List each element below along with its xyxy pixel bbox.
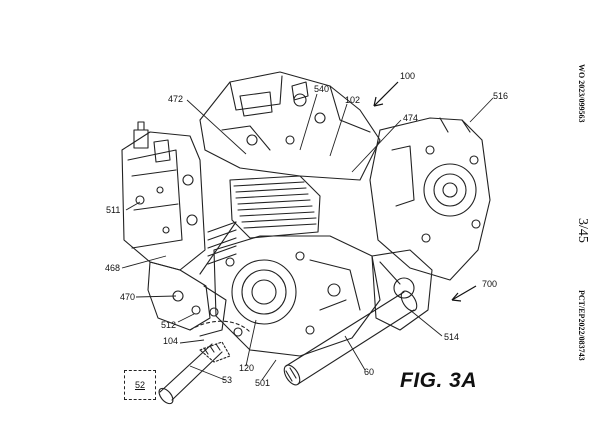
ref-516: 516	[493, 91, 509, 101]
ref-472: 472	[168, 94, 184, 104]
oil-cooler	[229, 175, 321, 239]
ref-102: 102	[345, 95, 361, 105]
upper-gearbox-housing	[199, 71, 381, 181]
ref-514: 514	[444, 332, 460, 342]
ref-104: 104	[163, 336, 179, 346]
ref-52: 52	[134, 380, 145, 390]
ref-540: 540	[314, 84, 330, 94]
figure-label: FIG. 3A	[400, 369, 478, 392]
ref-120: 120	[239, 363, 255, 373]
ref-474: 474	[403, 113, 419, 123]
ref-501: 501	[255, 378, 271, 388]
output-shaft	[283, 290, 418, 386]
lower-left-bracket	[147, 261, 227, 337]
ref-511: 511	[106, 205, 121, 215]
ref-700: 700	[482, 279, 498, 289]
lower-right-housing	[371, 249, 433, 331]
ref-470: 470	[120, 292, 136, 302]
leader-lines	[121, 93, 494, 381]
sheet-number: 3/45	[575, 218, 590, 243]
spring-strut	[199, 221, 237, 275]
ref-60: 60	[364, 367, 375, 377]
direction-arrows	[373, 81, 477, 302]
ref-100: 100	[400, 71, 416, 81]
component-box-52: 52	[124, 370, 156, 400]
inverter-housing	[121, 121, 206, 271]
ref-468: 468	[105, 263, 121, 273]
drive-shaft	[158, 341, 231, 405]
application-number: PCT/EP2022/083743	[577, 290, 586, 361]
ref-512: 512	[161, 320, 177, 330]
publication-number: WO 2023/099563	[577, 64, 586, 123]
motor-housing	[213, 235, 381, 357]
ref-53: 53	[222, 375, 233, 385]
right-gear-housing	[369, 117, 491, 281]
hidden-outline	[189, 320, 251, 333]
